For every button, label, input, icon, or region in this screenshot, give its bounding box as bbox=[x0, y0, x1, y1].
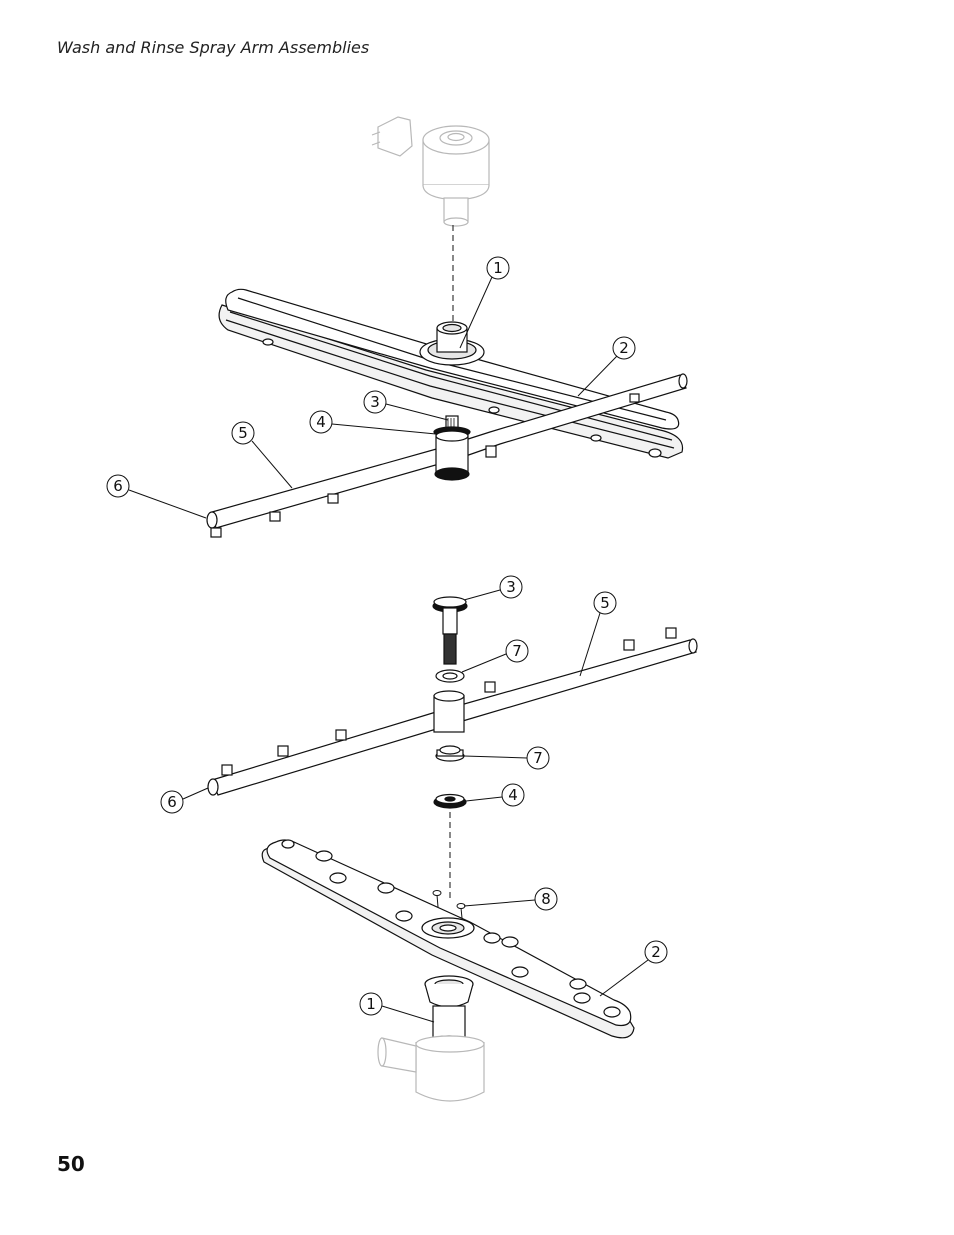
callout-lower-2: 2 bbox=[599, 940, 668, 997]
callout-lower-6: 6 bbox=[160, 787, 209, 814]
svg-text:6: 6 bbox=[113, 477, 123, 495]
svg-text:7: 7 bbox=[512, 642, 522, 660]
callout-lower-7b: 7 bbox=[463, 746, 550, 770]
lower-spray-arm bbox=[261, 839, 635, 1039]
svg-text:5: 5 bbox=[600, 594, 610, 612]
lower-support-stem bbox=[424, 975, 474, 1045]
lower-screws bbox=[432, 890, 466, 919]
svg-text:5: 5 bbox=[238, 424, 248, 442]
lower-cap-screw bbox=[432, 596, 468, 665]
callout-lower-1: 1 bbox=[359, 992, 435, 1023]
callout-lower-3: 3 bbox=[463, 575, 523, 601]
svg-text:1: 1 bbox=[493, 259, 503, 277]
callout-upper-6: 6 bbox=[106, 474, 207, 519]
lower-bearing-ring bbox=[433, 793, 467, 809]
callout-upper-5: 5 bbox=[231, 421, 293, 489]
svg-text:1: 1 bbox=[366, 995, 376, 1013]
svg-text:6: 6 bbox=[167, 793, 177, 811]
upper-assembly bbox=[206, 116, 688, 538]
svg-text:7: 7 bbox=[533, 749, 543, 767]
upper-feed-tube-ghost bbox=[371, 116, 490, 227]
svg-text:3: 3 bbox=[370, 393, 380, 411]
callout-lower-4: 4 bbox=[465, 783, 525, 807]
lower-assembly bbox=[207, 596, 698, 1102]
svg-text:4: 4 bbox=[316, 413, 326, 431]
callout-upper-2: 2 bbox=[577, 336, 636, 397]
lower-washer-bottom bbox=[435, 745, 465, 762]
upper-bearing-stack bbox=[433, 415, 471, 481]
callout-upper-4: 4 bbox=[309, 410, 437, 435]
lower-manifold-tube bbox=[207, 627, 698, 796]
svg-text:8: 8 bbox=[541, 890, 551, 908]
page-number: 50 bbox=[57, 1152, 85, 1176]
lower-base-ghost bbox=[377, 1035, 485, 1102]
lower-washer-top bbox=[435, 669, 465, 683]
callouts: 1 2 3 4 5 6 3 bbox=[106, 256, 668, 1023]
callout-lower-5: 5 bbox=[579, 591, 617, 677]
svg-text:4: 4 bbox=[508, 786, 518, 804]
page-title: Wash and Rinse Spray Arm Assemblies bbox=[57, 38, 370, 57]
callout-upper-3: 3 bbox=[363, 390, 449, 421]
svg-text:2: 2 bbox=[651, 943, 661, 961]
callout-upper-1: 1 bbox=[459, 256, 510, 349]
callout-lower-7a: 7 bbox=[461, 639, 529, 673]
callout-lower-8: 8 bbox=[463, 887, 558, 911]
svg-text:2: 2 bbox=[619, 339, 629, 357]
svg-text:3: 3 bbox=[506, 578, 516, 596]
